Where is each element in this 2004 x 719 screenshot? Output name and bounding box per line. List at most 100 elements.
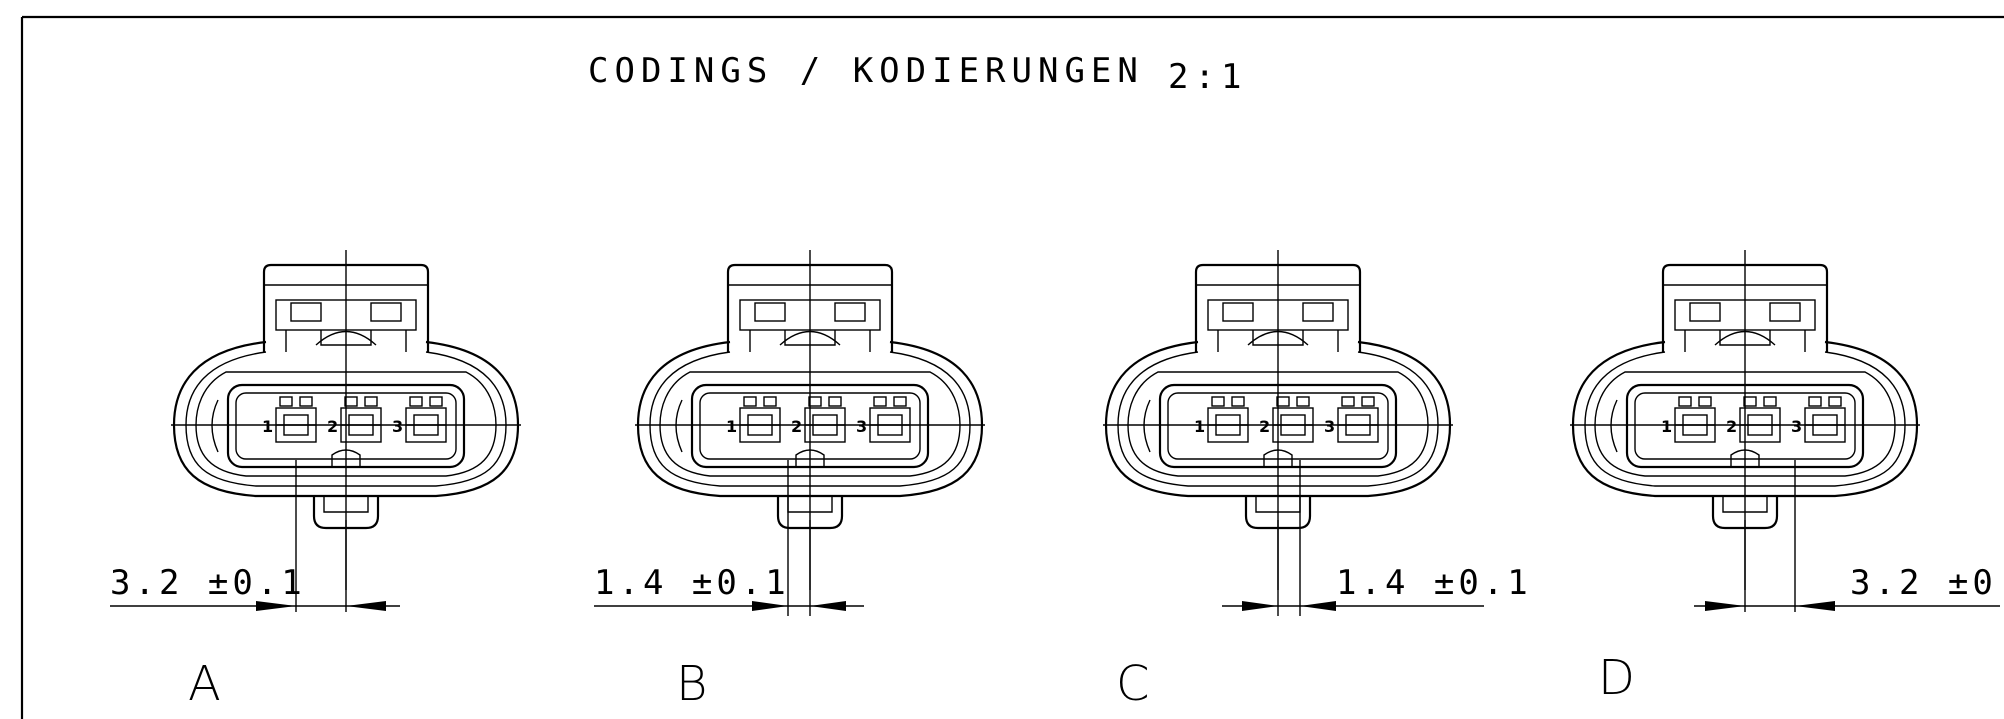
latch-center [784,330,836,346]
latch-center [320,330,372,346]
latch-tooth-left [1689,302,1721,322]
dimension-b-value: 1.4 ±0.1 [594,563,790,603]
coding-notch [1263,449,1293,467]
pin-lock-a [1341,396,1355,407]
latch-housing [726,263,894,352]
housing-inner [1117,351,1439,487]
dimension-d: 3.2 ±0.1 [1694,460,2004,612]
pin-lock-a [873,396,887,407]
latch-housing [1661,263,1829,352]
pin-lock-a [279,396,293,407]
housing-outer [636,340,984,498]
coding-rib-left [675,399,683,453]
cavity-frame [1625,383,1865,469]
seal-outline [1594,371,1896,477]
pin-lock-b [429,396,443,407]
pin-lock-a [1743,396,1757,407]
latch-frame [1207,299,1349,331]
cavity-frame-inner [235,392,457,460]
latch-tooth-right [1302,302,1334,322]
coding-notch [1730,449,1760,467]
seal-outline [195,371,497,477]
pin-number-3: 3 [856,417,867,436]
pin-lock-a [743,396,757,407]
latch-frame [1674,299,1816,331]
latch-tooth-right [370,302,402,322]
pin-lock-b [893,396,907,407]
dimension-a: 3.2 ±0.1 [110,460,400,612]
pin-lock-a [1211,396,1225,407]
latch-center [1252,330,1304,346]
cavity-frame-inner [699,392,921,460]
cavity-frame [226,383,466,469]
pin-lock-a [1276,396,1290,407]
coding-rib-left [1610,399,1618,453]
latch-tooth-left [290,302,322,322]
latch-center [1719,330,1771,346]
latch-arc [1714,330,1776,346]
latch-frame [275,299,417,331]
dimension-d-value: 3.2 ±0.1 [1850,563,2004,603]
housing-inner [185,351,507,487]
pin-lock-b [1828,396,1842,407]
coding-notch [331,449,361,467]
cavity-frame-inner [1167,392,1389,460]
connector-view-a: 1 2 3 [171,250,521,590]
housing-outer [172,340,520,498]
pin-number-1: 1 [726,417,737,436]
seal-outline [659,371,961,477]
pin-lock-b [299,396,313,407]
variant-label-a: A [188,656,221,712]
pin-lock-b [1361,396,1375,407]
latch-housing [262,263,430,352]
housing-outer [1104,340,1452,498]
pin-lock-b [1698,396,1712,407]
pin-lock-a [1808,396,1822,407]
housing-inner [1584,351,1906,487]
latch-tooth-right [1769,302,1801,322]
latch-arc [779,330,841,346]
bottom-tab-inner [1722,496,1768,513]
latch-arc [1247,330,1309,346]
coding-rib-left [1143,399,1151,453]
dimension-c: 1.4 ±0.1 [1222,460,1532,616]
pin-lock-b [828,396,842,407]
variant-label-c: C [1116,656,1150,712]
dimension-b: 1.4 ±0.1 [594,460,864,616]
latch-tooth-right [834,302,866,322]
cavity-frame [1158,383,1398,469]
housing-outer [1571,340,1919,498]
pin-lock-a [409,396,423,407]
pin-number-1: 1 [262,417,273,436]
latch-housing [1194,263,1362,352]
pin-lock-b [1231,396,1245,407]
scale-label: 2:1 [1168,57,1247,97]
connector-view-b: 1 2 3 [635,250,985,590]
bottom-tab-inner [323,496,369,513]
dimension-c-value: 1.4 ±0.1 [1336,563,1532,603]
variant-label-d: D [1598,650,1635,706]
latch-tooth-left [1222,302,1254,322]
pin-number-1: 1 [1661,417,1672,436]
pin-number-3: 3 [1324,417,1335,436]
cavity-frame-inner [1634,392,1856,460]
pin-lock-b [1296,396,1310,407]
drawing-title: CODINGS / KODIERUNGEN [588,51,1144,91]
pin-number-3: 3 [392,417,403,436]
latch-frame [739,299,881,331]
latch-arc [315,330,377,346]
pin-number-2: 2 [791,417,802,436]
pin-lock-a [1678,396,1692,407]
pin-number-2: 2 [1726,417,1737,436]
cavity-frame [690,383,930,469]
pin-number-2: 2 [327,417,338,436]
pin-lock-a [344,396,358,407]
variant-label-b: B [676,656,707,712]
pin-lock-b [364,396,378,407]
seal-outline [1127,371,1429,477]
pin-lock-b [763,396,777,407]
latch-tooth-left [754,302,786,322]
pin-number-2: 2 [1259,417,1270,436]
